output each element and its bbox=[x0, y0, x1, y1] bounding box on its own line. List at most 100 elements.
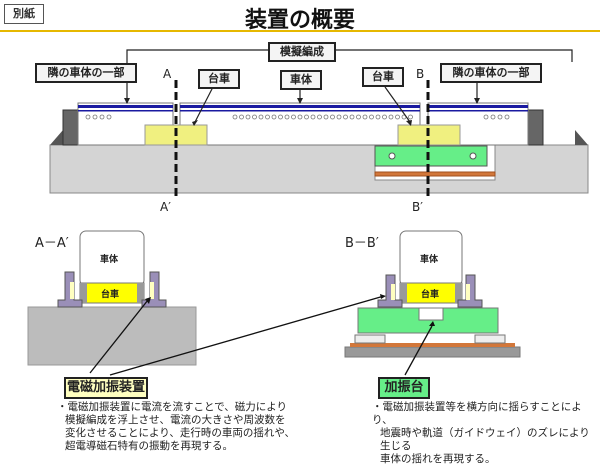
blue-stripe-thin-center bbox=[180, 110, 420, 112]
callout-electromagnetic-shaker: 電磁加振装置 bbox=[64, 377, 148, 399]
arrowhead-adjacent-left bbox=[124, 98, 130, 104]
window bbox=[297, 114, 303, 120]
window bbox=[388, 114, 394, 120]
desc-left-line-1: ・電磁加振装置に電流を流すことで、磁力により bbox=[57, 401, 288, 413]
diagram-canvas bbox=[27, 49, 589, 376]
window bbox=[258, 114, 264, 120]
desc-left-line-4: 超電導磁石特有の振動を再現する。 bbox=[65, 440, 233, 452]
window bbox=[408, 114, 413, 120]
arrow-bogie-right bbox=[384, 86, 411, 123]
section-a-body-label: 車体 bbox=[100, 255, 119, 265]
label-formation: 模擬編成 bbox=[268, 42, 336, 62]
label-adjacent-left: 隣の車体の一部 bbox=[35, 63, 137, 83]
section-a-bogie-side-left bbox=[80, 283, 87, 303]
label-car-body: 車体 bbox=[280, 70, 322, 90]
section-a-title: A－A′ bbox=[35, 236, 69, 251]
section-a-bottom-mark: A′ bbox=[160, 200, 171, 214]
blue-stripe-center bbox=[180, 105, 420, 108]
left-end-support bbox=[62, 109, 79, 146]
windows-right bbox=[483, 114, 510, 120]
window bbox=[330, 114, 335, 120]
window bbox=[310, 114, 316, 120]
section-b-bogie-side-left bbox=[400, 283, 407, 303]
section-a-coil-left bbox=[70, 282, 74, 299]
windows-left bbox=[85, 114, 112, 120]
overview-ground bbox=[49, 144, 589, 194]
blue-stripe-right bbox=[428, 105, 528, 108]
section-b-bearing-right bbox=[474, 334, 506, 344]
shaking-table-overview bbox=[374, 145, 488, 167]
section-a-coil-right bbox=[150, 282, 154, 299]
window bbox=[317, 114, 322, 120]
window bbox=[252, 114, 257, 120]
section-b-title: B－B′ bbox=[345, 236, 379, 251]
window bbox=[395, 114, 400, 120]
blue-stripe-left bbox=[78, 105, 173, 108]
arrow-shaker-to-a bbox=[89, 299, 149, 374]
window bbox=[291, 114, 296, 120]
window bbox=[382, 114, 387, 120]
desc-left-line-3: 変化させることにより、走行時の車両の揺れや、 bbox=[65, 427, 296, 439]
table-hole-left bbox=[388, 152, 396, 160]
description-shaking-table: ・電磁加振装置等を横方向に揺らすことにより、 地震時や軌道（ガイドウェイ）のズレ… bbox=[372, 401, 600, 466]
window bbox=[343, 114, 348, 120]
section-b-coil-left bbox=[391, 284, 395, 300]
arrowhead-table bbox=[429, 321, 435, 326]
window bbox=[362, 114, 368, 120]
blue-stripe-thin-left bbox=[78, 110, 173, 112]
left-end-ramp bbox=[50, 130, 63, 145]
arrowhead-adjacent-right bbox=[474, 98, 480, 104]
section-b-coil-right bbox=[466, 284, 470, 300]
window bbox=[245, 114, 251, 120]
arrow-shaker-to-b bbox=[109, 295, 385, 376]
window bbox=[271, 114, 277, 120]
desc-right-line-2: 地震時や軌道（ガイドウェイ）のズレにより生じる bbox=[380, 427, 590, 452]
window bbox=[356, 114, 361, 120]
section-a-bogie-side-right bbox=[137, 283, 144, 303]
blue-stripe-thin-right bbox=[428, 110, 528, 112]
section-b-plate bbox=[350, 343, 515, 347]
table-hole-right bbox=[469, 152, 477, 160]
desc-right-line-3: 車体の揺れを再現する。 bbox=[380, 453, 496, 465]
right-end-support bbox=[527, 109, 544, 146]
arrowhead-shaker-a bbox=[145, 297, 151, 304]
label-bogie-right: 台車 bbox=[362, 67, 404, 87]
window bbox=[265, 114, 270, 120]
base-plate-overview bbox=[374, 171, 496, 177]
section-b-bottom-mark: B′ bbox=[412, 200, 423, 214]
arrowhead-bogie-left bbox=[192, 120, 198, 126]
car-body-center bbox=[179, 102, 421, 146]
window bbox=[336, 114, 342, 120]
desc-right-line-1: ・電磁加振装置等を横方向に揺らすことにより、 bbox=[372, 401, 582, 426]
window bbox=[239, 114, 244, 120]
window bbox=[304, 114, 309, 120]
section-b-bearing-left bbox=[354, 334, 386, 344]
window bbox=[284, 114, 290, 120]
section-a-bogie-label: 台車 bbox=[101, 290, 120, 300]
right-end-ramp bbox=[575, 130, 588, 145]
window bbox=[375, 114, 381, 120]
label-bogie-left: 台車 bbox=[198, 69, 240, 89]
arrowhead-bogie-right bbox=[406, 120, 412, 126]
window bbox=[323, 114, 329, 120]
arrowhead-shaker-b bbox=[380, 294, 386, 299]
section-b-bogie-side-right bbox=[455, 283, 462, 303]
section-b-table-opening bbox=[418, 307, 444, 321]
arrow-bogie-left bbox=[194, 86, 214, 123]
callout-shaking-table: 加振台 bbox=[378, 377, 430, 399]
page-title: 装置の概要 bbox=[244, 8, 355, 33]
window bbox=[369, 114, 374, 120]
appendix-tag: 別紙 bbox=[4, 4, 44, 24]
section-a-top-mark: A bbox=[163, 67, 172, 81]
window bbox=[278, 114, 283, 120]
label-adjacent-right: 隣の車体の一部 bbox=[440, 63, 542, 83]
window bbox=[232, 114, 238, 120]
description-electromagnetic-shaker: ・電磁加振装置に電流を流すことで、磁力により 模擬編成を浮上させ、電流の大きさや… bbox=[57, 401, 295, 453]
section-b-bogie-label: 台車 bbox=[421, 290, 440, 300]
desc-left-line-2: 模擬編成を浮上させ、電流の大きさや周波数を bbox=[65, 414, 286, 426]
title-rule bbox=[0, 30, 600, 32]
section-b-guide-left bbox=[377, 274, 403, 308]
window bbox=[349, 114, 355, 120]
arrowhead-car-body bbox=[297, 98, 303, 104]
section-a-ground bbox=[27, 306, 197, 366]
